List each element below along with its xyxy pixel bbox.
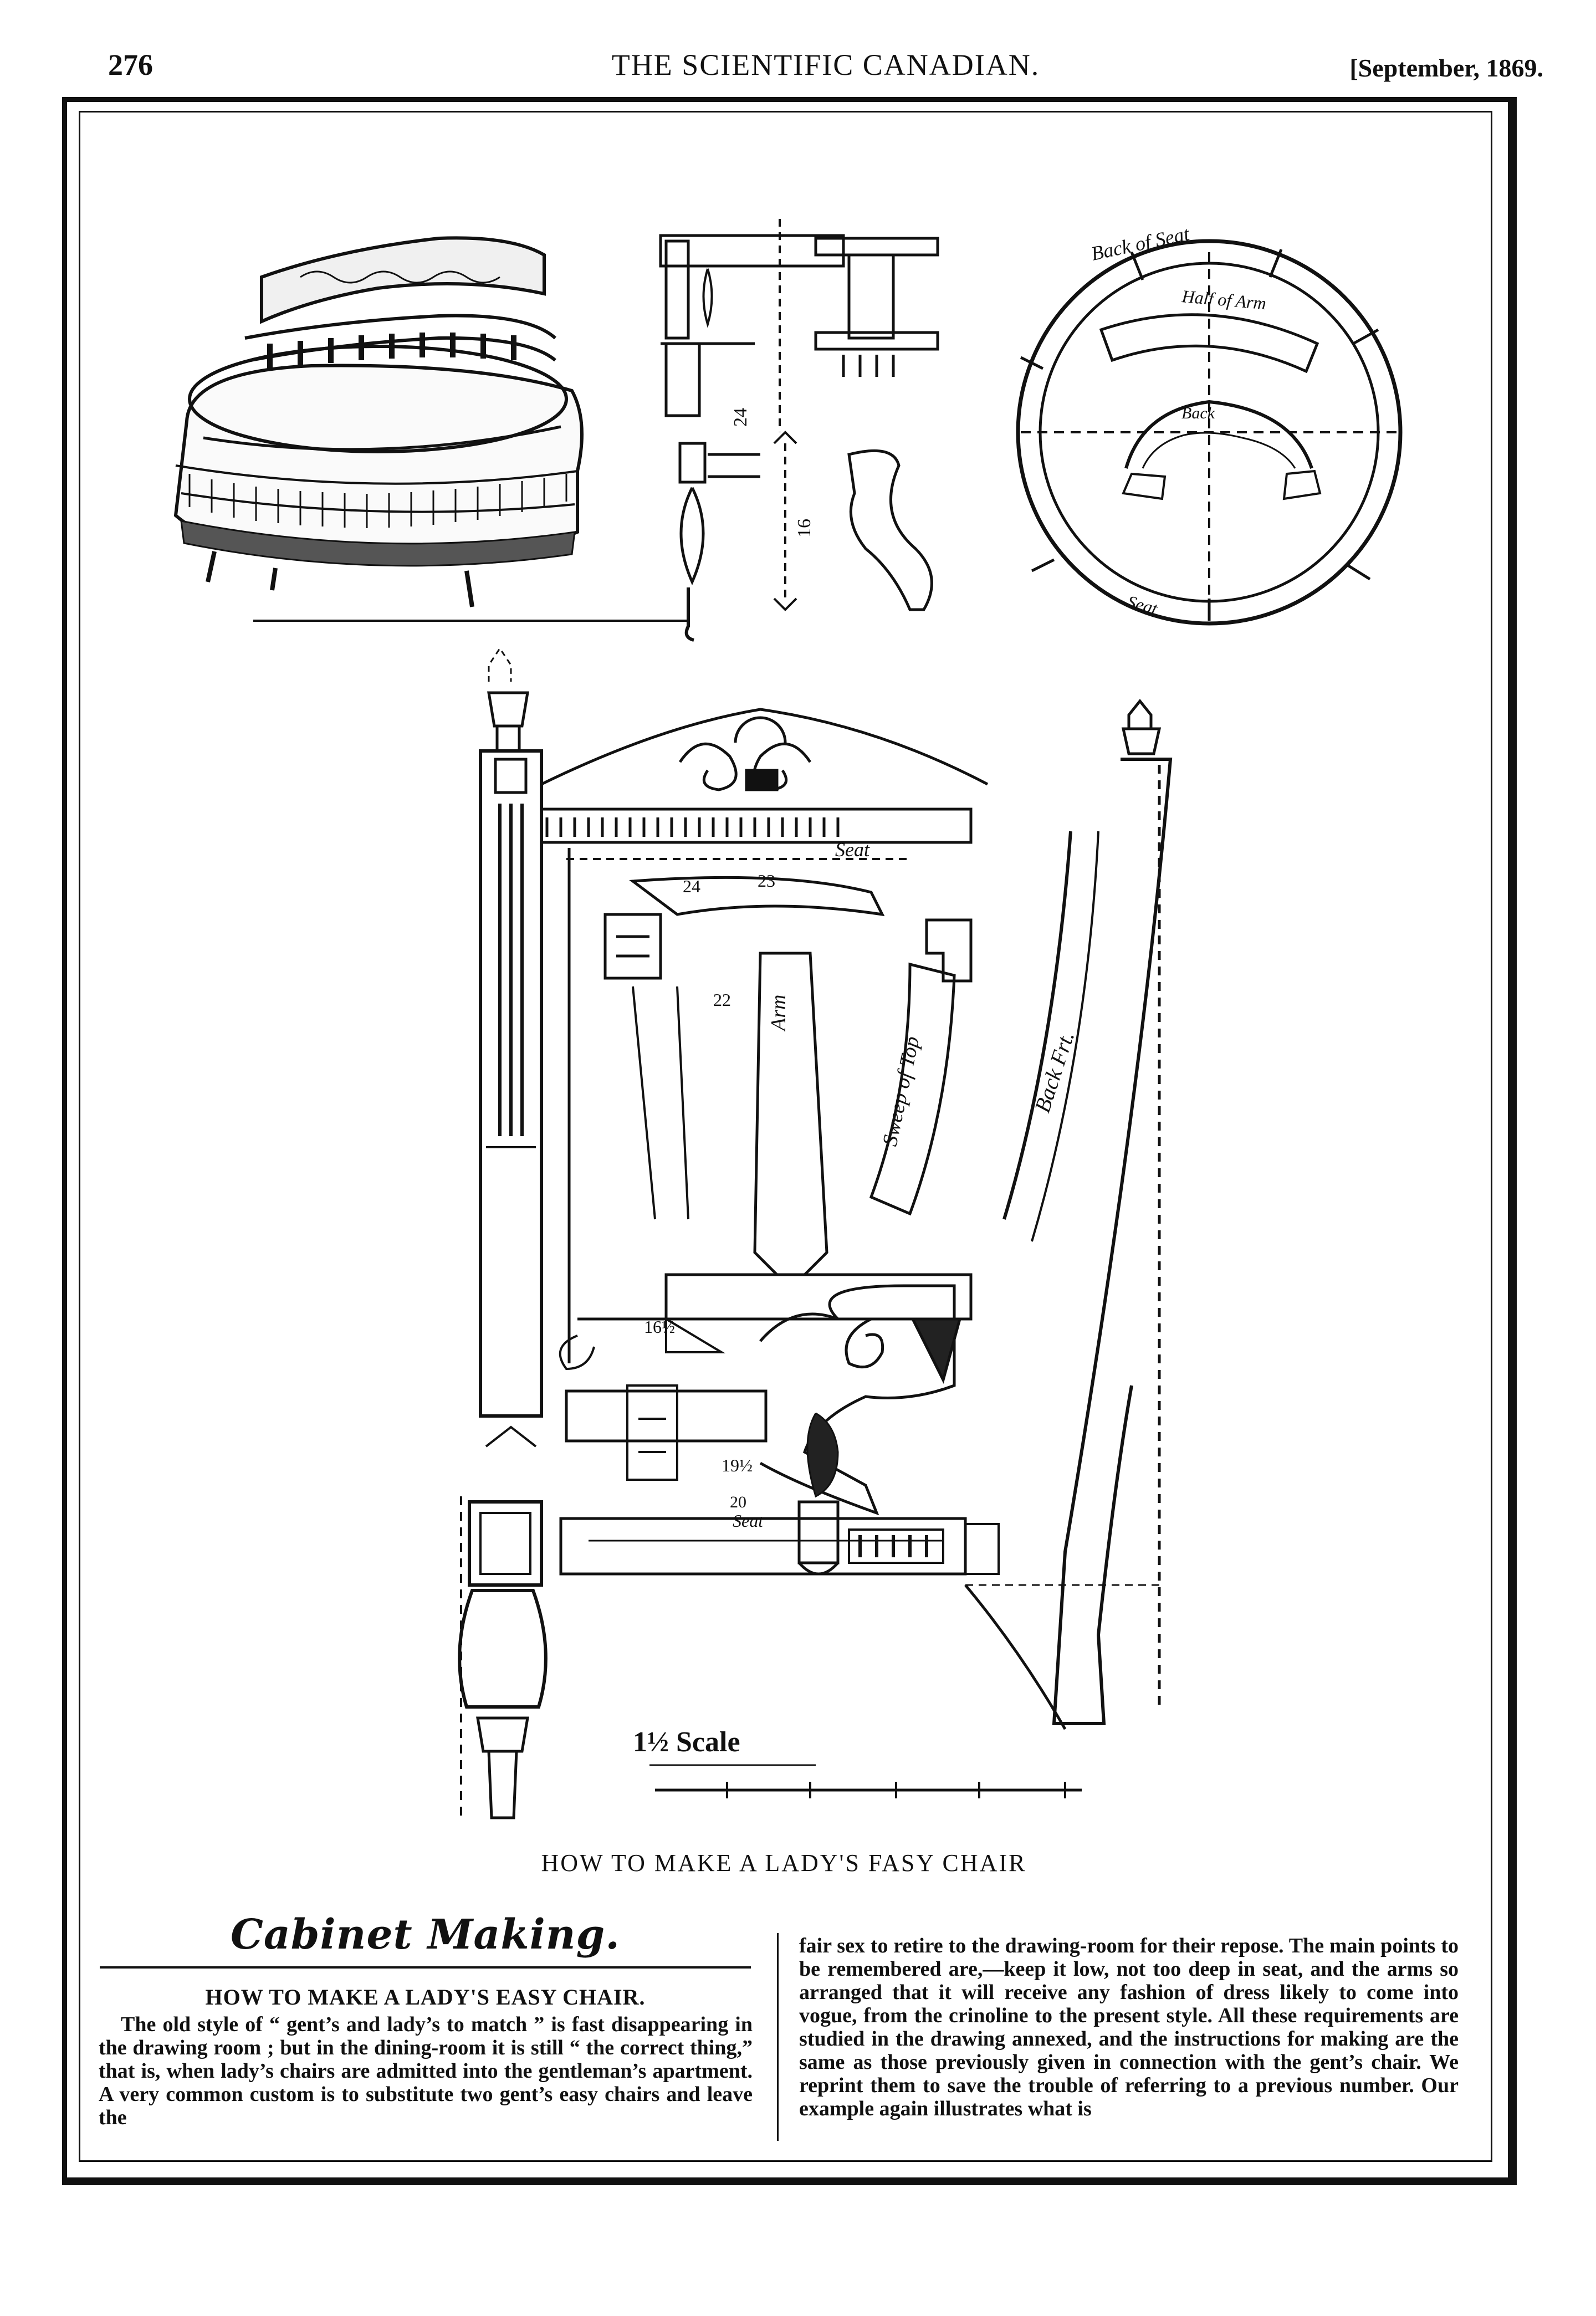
spindle-rail-detail: 24	[659, 219, 939, 432]
section-heading: Cabinet Making.	[230, 1911, 621, 1959]
chair-elevation-drawing: Arm Sweep of Top Back Frt. Seat 24 23 22	[458, 647, 1173, 1819]
plan-seat-label: Seat	[1125, 591, 1160, 618]
page-number: 276	[108, 48, 153, 81]
article-column-2: fair sex to retire to the drawing-room f…	[799, 1934, 1459, 2120]
issue-date: [September, 1869.	[1349, 54, 1543, 82]
scale-label: 1½ Scale	[633, 1726, 740, 1758]
top-seat-label: Seat	[835, 839, 870, 861]
dimension-24: 24	[683, 876, 700, 896]
lower-seat-label: Seat	[733, 1511, 764, 1531]
section-rule	[100, 1966, 751, 1969]
article-column-1: The old style of “ gent’s and lady’s to …	[99, 2013, 753, 2129]
journal-title: THE SCIENTIFIC CANADIAN.	[611, 48, 1040, 81]
dimension-20: 20	[730, 1493, 746, 1511]
chair-perspective-drawing	[173, 236, 688, 622]
figure-caption: HOW TO MAKE A LADY'S FASY CHAIR	[541, 1849, 1027, 1877]
dimension-22: 22	[713, 990, 731, 1010]
seat-plan-circle: Back of Seat Half of Arm Back Seat	[1016, 222, 1403, 626]
dimension-23: 23	[758, 871, 775, 891]
running-head: 276 THE SCIENTIFIC CANADIAN. [September,…	[108, 43, 1543, 88]
dimension-16: 16½	[644, 1317, 675, 1337]
arm-label: Arm	[767, 995, 790, 1032]
svg-text:24: 24	[730, 408, 751, 427]
column-rule	[777, 1933, 779, 2141]
page-border-inner	[79, 111, 1492, 2162]
chair-illustration: 24 16 Back of Seat Half of Arm B	[79, 111, 1489, 1857]
back-of-seat-label: Back of Seat	[1089, 222, 1191, 265]
leg-and-arm-detail: 16	[678, 431, 933, 642]
plan-back-label: Back	[1181, 404, 1215, 422]
page-border-outer	[62, 97, 1517, 2185]
dimension-19: 19½	[722, 1455, 753, 1475]
article-paragraph-1: The old style of “ gent’s and lady’s to …	[99, 2013, 753, 2129]
sweep-of-top-label: Sweep of Top	[878, 1034, 924, 1148]
svg-text:16: 16	[794, 519, 815, 538]
article-headline: HOW TO MAKE A LADY'S EASY CHAIR.	[205, 1985, 646, 2010]
article-paragraph-2: fair sex to retire to the drawing-room f…	[799, 1934, 1459, 2120]
half-of-arm-label: Half of Arm	[1180, 286, 1267, 313]
